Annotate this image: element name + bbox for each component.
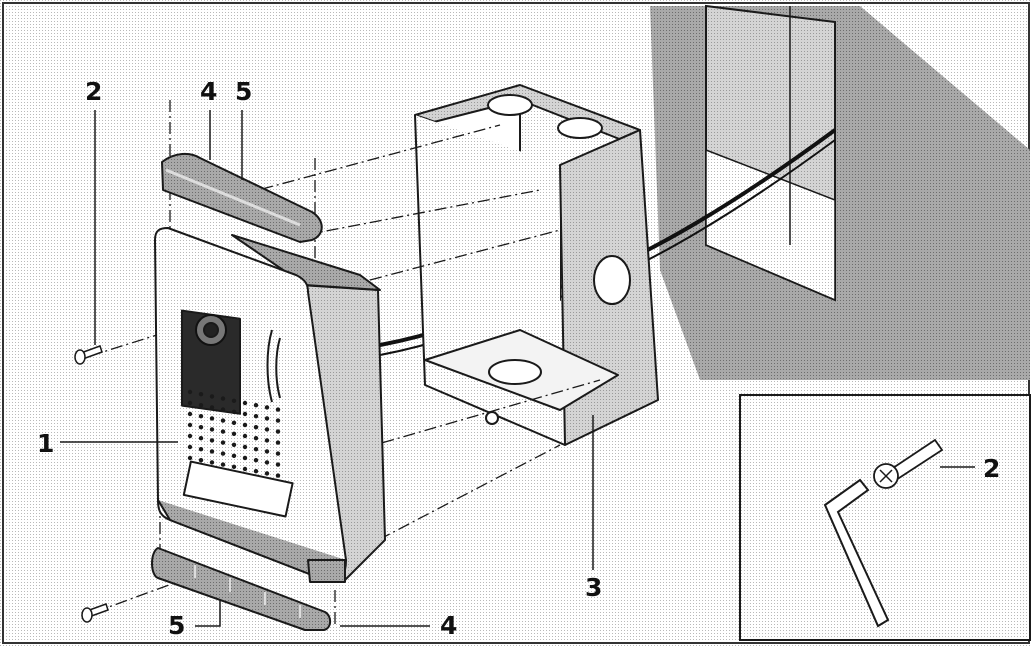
grille-hole	[264, 449, 270, 454]
bottom-cap	[151, 547, 332, 631]
grille-hole	[231, 431, 237, 436]
callout-4-top: 4	[200, 77, 217, 106]
door-station-panel	[154, 227, 386, 583]
wall	[650, 4, 1030, 380]
callout-2-left: 2	[85, 77, 102, 106]
grille-hole	[209, 405, 215, 410]
grille-hole	[198, 436, 204, 441]
callout-4-bottom: 4	[440, 611, 457, 640]
grille-hole	[198, 425, 204, 430]
grille-hole	[275, 462, 281, 467]
grille-hole	[220, 396, 226, 401]
grille-hole	[198, 392, 204, 397]
grille-hole	[209, 438, 215, 443]
indicator-arc	[266, 329, 273, 403]
grille-hole	[275, 440, 281, 445]
box-knockout-top-1	[487, 94, 533, 116]
grille-hole	[253, 403, 259, 408]
inset-screw	[873, 438, 944, 489]
callout-1: 1	[37, 429, 54, 458]
grille-hole	[187, 389, 193, 395]
callout-5-bottom: 5	[168, 611, 185, 640]
grille-hole	[187, 400, 193, 406]
grille-hole	[242, 455, 248, 461]
grille-hole	[187, 411, 193, 417]
alignment-lines	[89, 100, 981, 625]
grille-hole	[220, 440, 226, 445]
grille-hole	[209, 427, 215, 432]
grille-hole	[209, 460, 215, 465]
grille-hole	[209, 416, 215, 421]
grille-hole	[231, 453, 237, 458]
grille-hole	[187, 444, 193, 450]
grille-hole	[220, 429, 226, 434]
hex-key	[823, 478, 890, 628]
speaker-grille	[187, 389, 281, 478]
grille-hole	[253, 414, 259, 419]
callout-5-top: 5	[235, 77, 252, 106]
grille-hole	[220, 407, 226, 412]
grille-hole	[198, 447, 204, 452]
grille-hole	[231, 464, 237, 469]
inset-detail	[739, 394, 1031, 641]
callout-3: 3	[585, 573, 602, 602]
grille-hole	[242, 422, 248, 428]
grille-hole	[242, 411, 248, 417]
grille-hole	[231, 409, 237, 414]
grille-hole	[242, 400, 248, 406]
grille-hole	[187, 455, 193, 461]
grille-hole	[220, 462, 226, 467]
grille-hole	[264, 471, 270, 476]
grille-hole	[275, 451, 281, 456]
grille-hole	[264, 460, 270, 465]
grille-hole	[242, 466, 248, 472]
grille-hole	[231, 420, 237, 425]
name-label-window	[182, 460, 294, 518]
top-cap	[161, 152, 323, 243]
box-knockout-top-2	[557, 117, 603, 139]
grille-hole	[264, 405, 270, 410]
grille-hole	[198, 458, 204, 463]
grille-hole	[242, 433, 248, 439]
box-knockout-side	[593, 255, 631, 305]
grille-hole	[198, 403, 204, 408]
callout-2-inset: 2	[983, 454, 1000, 483]
grille-hole	[264, 438, 270, 443]
grille-hole	[264, 416, 270, 421]
grille-hole	[275, 407, 281, 412]
screw-left-upper	[74, 345, 103, 365]
grille-hole	[220, 418, 226, 423]
box-knockout-bottom	[488, 359, 542, 385]
grille-hole	[231, 442, 237, 447]
grille-hole	[253, 458, 259, 463]
grille-hole	[275, 473, 281, 478]
grille-hole	[264, 427, 270, 432]
grille-hole	[198, 414, 204, 419]
grille-hole	[253, 436, 259, 441]
grille-hole	[253, 425, 259, 430]
grille-hole	[242, 444, 248, 450]
grille-hole	[231, 398, 237, 403]
grille-hole	[187, 433, 193, 439]
screw-left-lower	[81, 603, 109, 623]
grille-hole	[209, 394, 215, 399]
grille-hole	[187, 422, 193, 428]
leader-lines	[60, 110, 975, 627]
grille-hole	[209, 449, 215, 454]
grille-hole	[275, 429, 281, 434]
grille-hole	[253, 469, 259, 474]
grille-hole	[275, 418, 281, 423]
grille-hole	[220, 451, 226, 456]
flush-mount-box	[414, 84, 659, 446]
grille-hole	[253, 447, 259, 452]
